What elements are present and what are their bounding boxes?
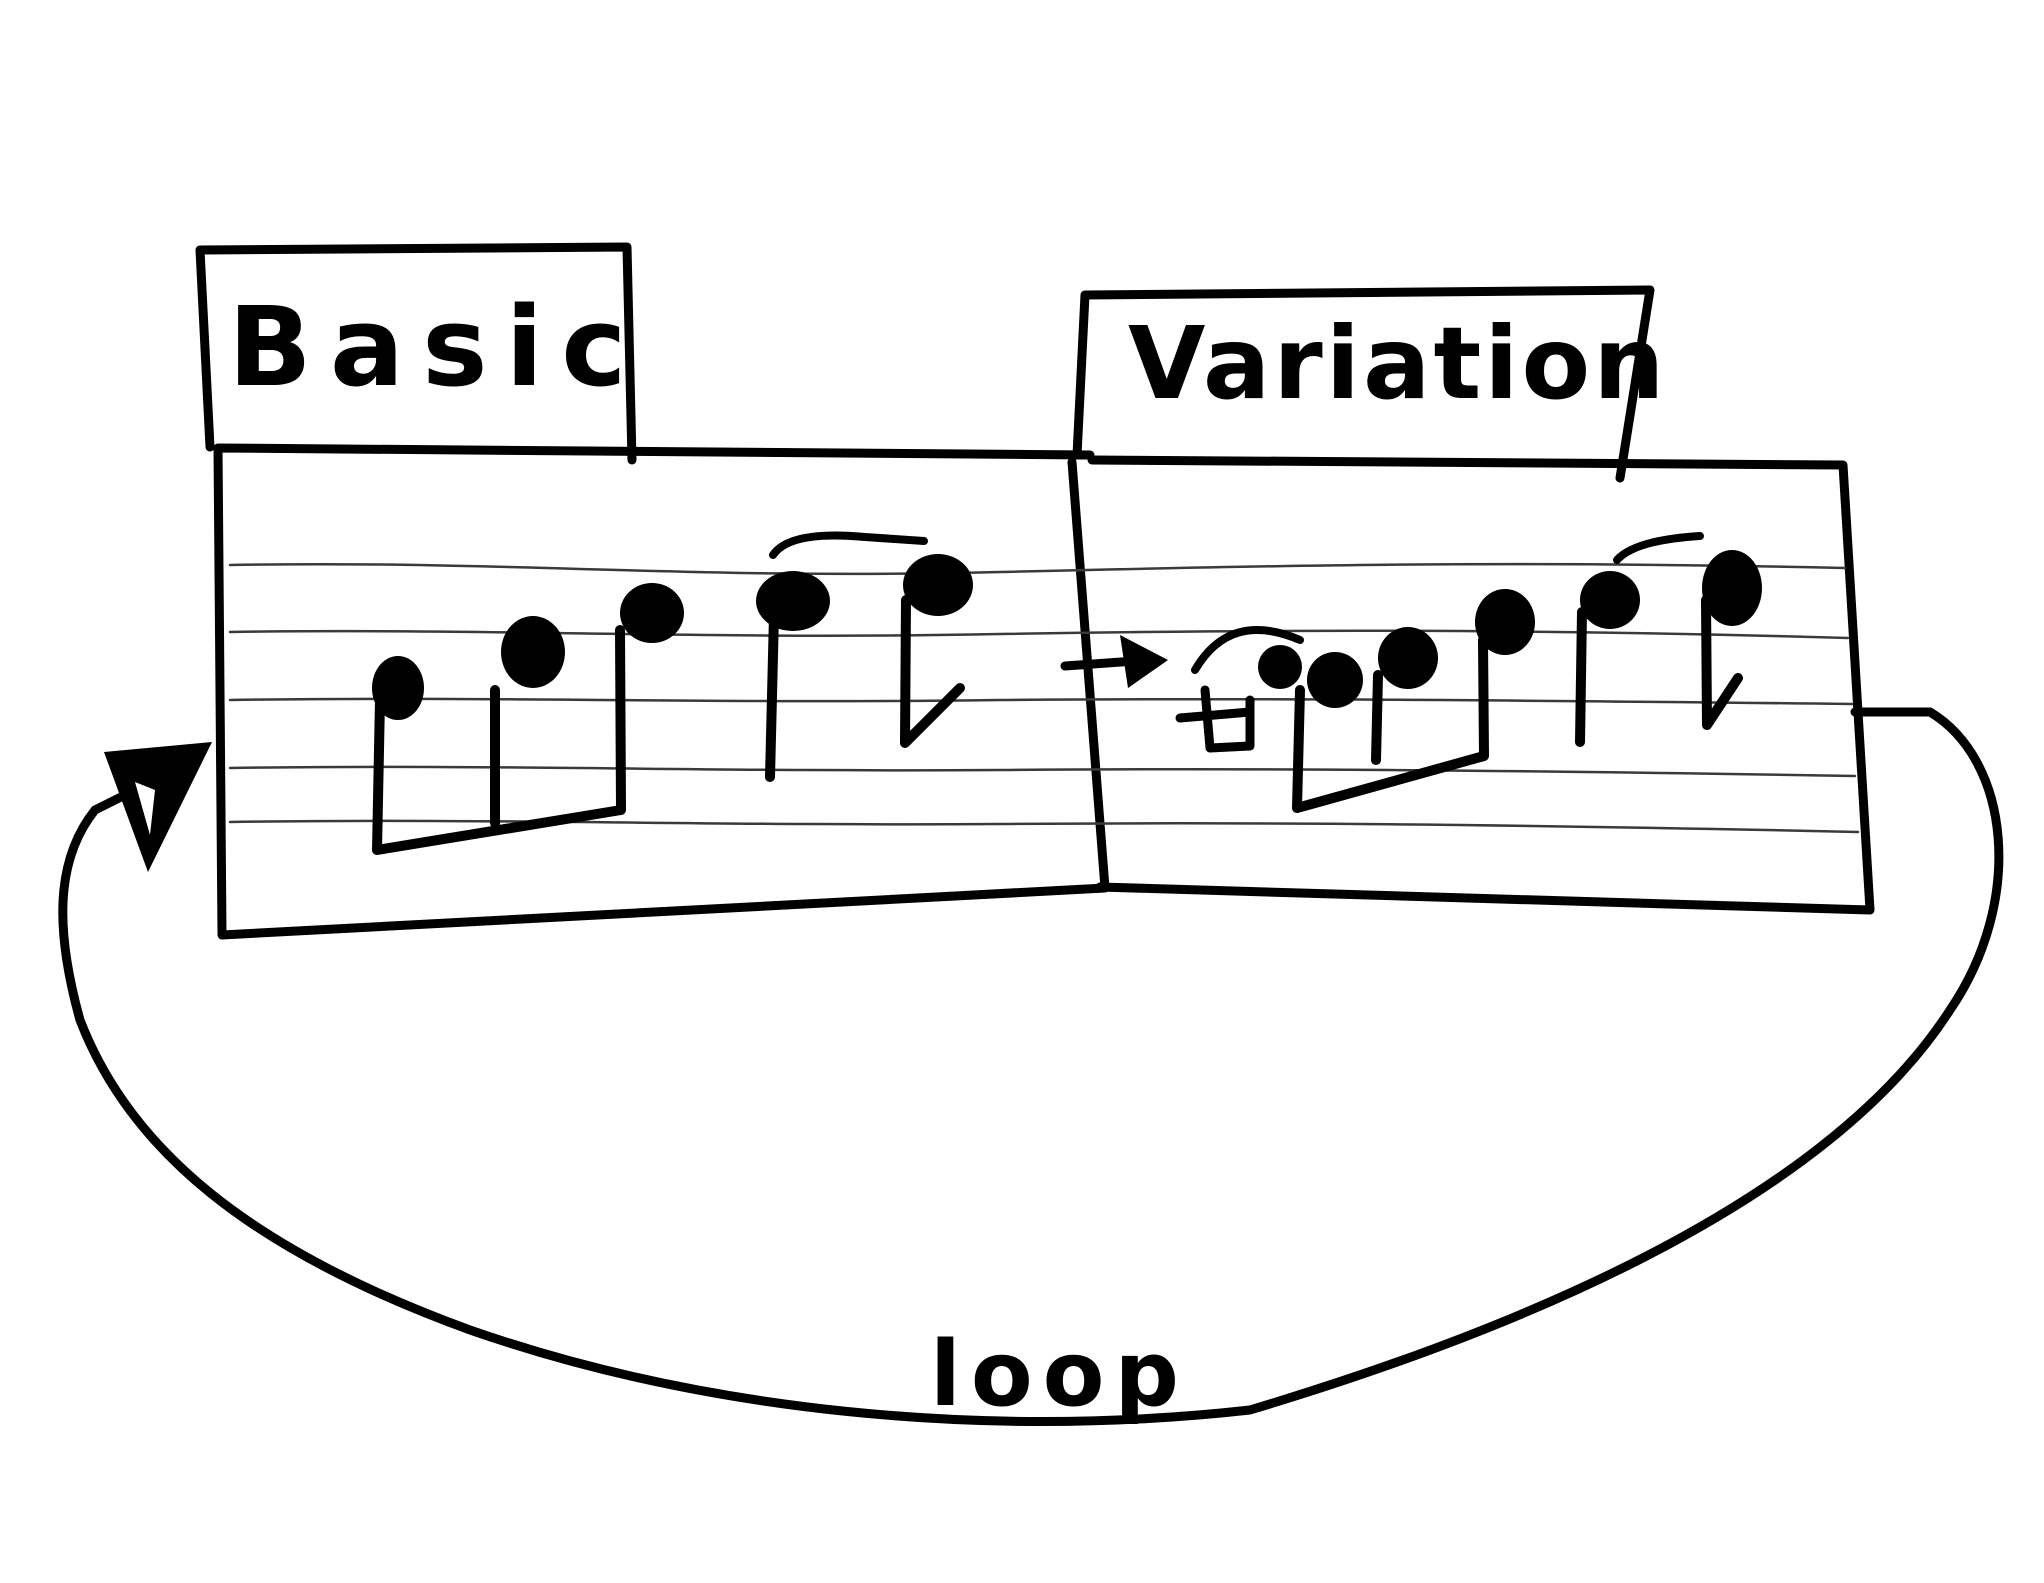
- basic-label-box: Basic: [195, 242, 644, 465]
- variation-note-4: [1475, 589, 1535, 655]
- staff: [228, 562, 1860, 834]
- loop-arrow: loop: [58, 707, 2004, 1427]
- variation-tie-small: [1191, 626, 1304, 674]
- variation-small-notes: [1175, 685, 1255, 753]
- basic-note-3: [620, 583, 684, 643]
- basic-label: Basic: [228, 283, 644, 411]
- basic-note-5: [903, 554, 973, 616]
- basic-tie: [769, 531, 928, 559]
- loop-arrowhead: [104, 742, 212, 872]
- basic-phrase-notes: [372, 531, 973, 855]
- transition-arrow: [1060, 635, 1168, 688]
- variation-tie: [1613, 532, 1704, 564]
- variation-label: Variation: [1128, 305, 1667, 422]
- loop-path: [58, 707, 2004, 1426]
- loop-label: loop: [930, 1322, 1189, 1427]
- basic-note-2: [501, 616, 565, 688]
- basic-note-4: [756, 571, 830, 631]
- basic-panel: [213, 443, 1110, 940]
- variation-panel: [1087, 455, 1875, 915]
- variation-note-3: [1378, 627, 1438, 689]
- variation-note-5: [1580, 571, 1640, 629]
- variation-phrase-notes: [1175, 532, 1762, 813]
- music-panels: [213, 443, 1875, 940]
- variation-label-box: Variation: [1072, 285, 1667, 483]
- variation-note-1: [1258, 645, 1302, 689]
- variation-note-6: [1702, 550, 1762, 626]
- variation-note-2: [1307, 652, 1363, 708]
- basic-note-1: [372, 656, 424, 720]
